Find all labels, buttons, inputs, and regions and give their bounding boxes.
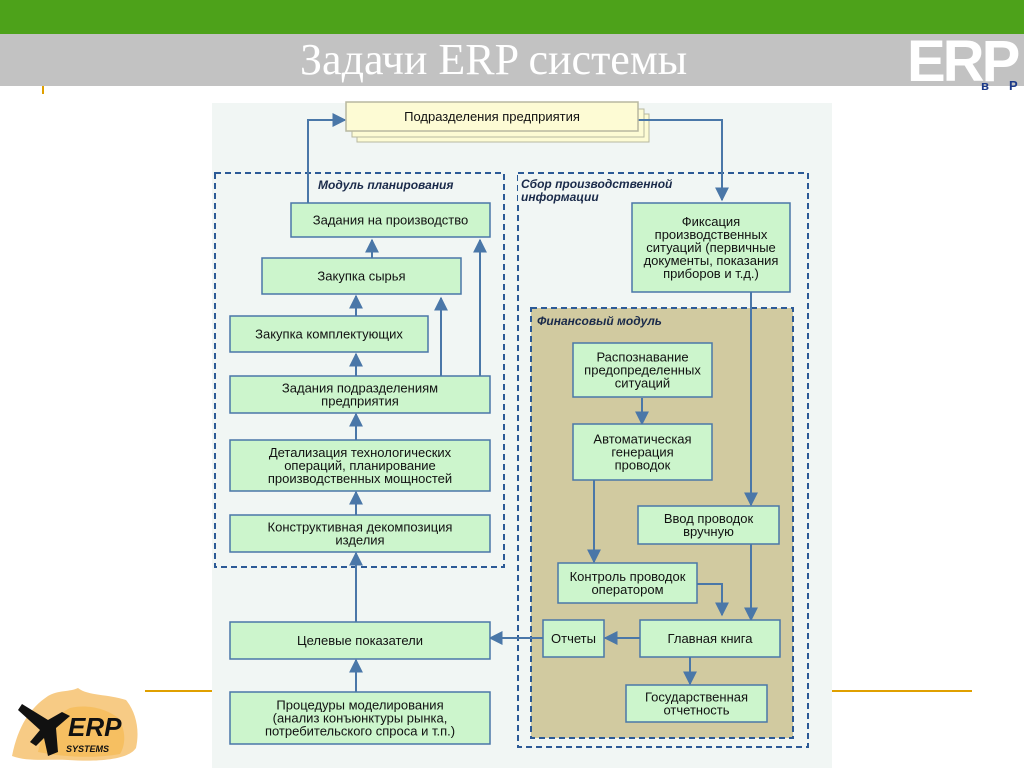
box-label: проводок: [615, 458, 671, 473]
box-label: ситуаций (первичные: [646, 240, 776, 255]
erp-logo-text: ERP: [907, 29, 1020, 94]
box-label: потребительского спроса и т.п.): [265, 724, 455, 739]
box-label: приборов и т.д.): [663, 266, 759, 281]
box-label: Распознавание: [596, 350, 688, 365]
box-frame: [637, 505, 780, 545]
box-frame: [229, 621, 491, 660]
box-frame: [229, 439, 491, 492]
box-frame: [639, 619, 781, 658]
box-label: Отчеты: [551, 631, 596, 646]
box-label: документы, показания: [644, 253, 779, 268]
collection-group-label: Сбор производственной информации: [521, 177, 676, 204]
box-label: Закупка комплектующих: [255, 327, 403, 342]
box-frame: [229, 375, 491, 414]
header-bar: [0, 0, 1024, 34]
box-frame: [557, 562, 698, 604]
box-label: оператором: [591, 582, 663, 597]
planning-group-label: Модуль планирования: [318, 178, 453, 192]
planning-group-border: [214, 172, 505, 568]
box-frame: [261, 257, 462, 295]
box-label: Главная книга: [668, 631, 754, 646]
box-label: генерация: [611, 445, 673, 460]
box-label: (анализ конъюнктуры рынка,: [273, 711, 448, 726]
divider-left: [145, 690, 215, 692]
box-frame: [229, 315, 429, 353]
box-label: Целевые показатели: [297, 633, 423, 648]
box-parts-purchase: Закупка комплектующих: [229, 315, 429, 353]
box-frame: [572, 423, 713, 481]
title-band: [0, 34, 1024, 86]
box-reports: Отчеты: [542, 619, 605, 658]
accent-tick: [42, 86, 44, 94]
box-label: Автоматическая: [593, 432, 691, 447]
divider-right: [832, 690, 972, 692]
slide-title: Задачи ERP системы: [300, 35, 688, 84]
box-label: Подразделения предприятия: [404, 109, 580, 124]
collection-label-line: Сбор производственной: [521, 177, 673, 191]
collection-label-mask: [518, 174, 718, 204]
box-label: Задания подразделениям: [282, 381, 438, 396]
box-label: производственных: [655, 227, 768, 242]
box-frame: [631, 202, 791, 293]
bottom-logo-sub: SYSTEMS: [66, 744, 109, 754]
box-label: Закупка сырья: [317, 269, 405, 284]
flow-arrow: [638, 119, 729, 202]
box-label: изделия: [335, 533, 384, 548]
collection-group-border: [517, 172, 809, 748]
box-label: Государственная: [645, 690, 748, 705]
erp-logo-sub-left: в: [981, 78, 989, 93]
box-label: операций, планирование: [284, 458, 436, 473]
collection-label-line: информации: [521, 190, 599, 204]
finance-group-border: [530, 307, 794, 739]
box-frame: [229, 514, 491, 553]
erp-logo-sub-right: Р: [1009, 78, 1018, 93]
box-raw-purchase: Закупка сырья: [261, 257, 462, 295]
box-label: вручную: [683, 524, 734, 539]
box-label: Фиксация: [682, 214, 740, 229]
box-frame: [290, 202, 491, 238]
erp-systems-logo: ERP SYSTEMS: [12, 688, 138, 761]
finance-group-label: Финансовый модуль: [537, 314, 662, 328]
box-label: отчетность: [663, 703, 729, 718]
box-modeling: Процедуры моделирования(анализ конъюнкту…: [229, 691, 491, 745]
box-label: Конструктивная декомпозиция: [268, 520, 453, 535]
box-label: предприятия: [321, 394, 399, 409]
box-label: Детализация технологических: [269, 445, 452, 460]
box-label: ситуаций: [615, 376, 670, 391]
box-label: Ввод проводок: [664, 511, 754, 526]
box-label: Процедуры моделирования: [276, 698, 443, 713]
box-ledger: Главная книга: [639, 619, 781, 658]
box-departments: Подразделения предприятия: [345, 101, 639, 132]
logo-figure: [18, 704, 70, 756]
bottom-logo-text: ERP: [68, 712, 122, 742]
box-frame: [572, 342, 713, 398]
box-frame: [625, 684, 768, 723]
flow-arrow: [697, 583, 729, 617]
box-frame: [345, 101, 639, 132]
box-frame: [542, 619, 605, 658]
box-frame: [229, 691, 491, 745]
box-label: Задания на производство: [313, 213, 468, 228]
box-targets: Целевые показатели: [229, 621, 491, 660]
erp-logo: ERP в Р: [905, 29, 1024, 94]
flow-arrow: [307, 113, 347, 205]
box-label: Контроль проводок: [570, 569, 686, 584]
box-label: производственных мощностей: [268, 471, 452, 486]
box-label: предопределенных: [584, 363, 701, 378]
box-prod-tasks: Задания на производство: [290, 202, 491, 238]
